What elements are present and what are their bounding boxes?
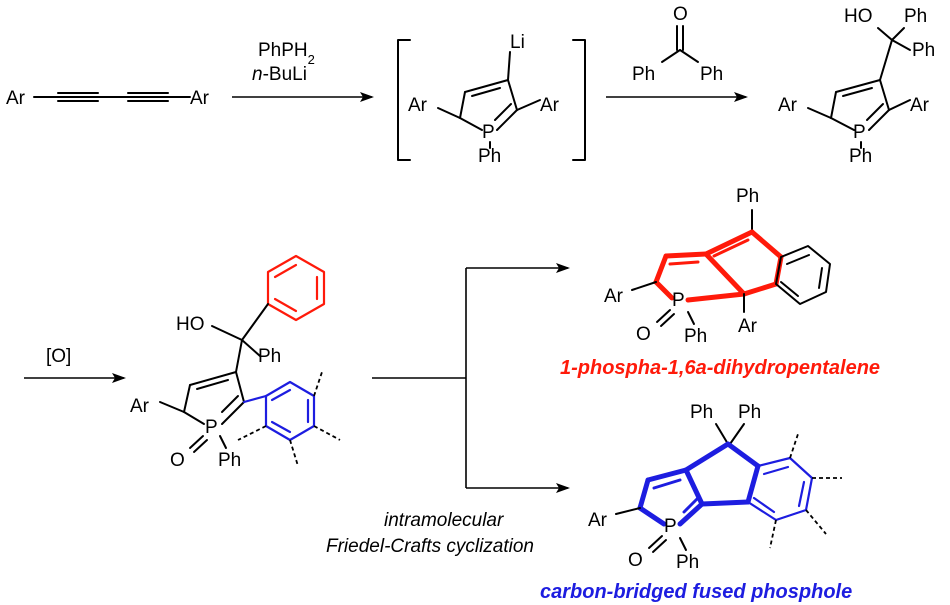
reagent-phph2: PhPH2 bbox=[258, 40, 315, 67]
arrow-step2: O Ph Ph bbox=[606, 4, 748, 102]
red-product-p: P bbox=[672, 290, 685, 311]
red-product-o: O bbox=[636, 324, 651, 345]
blue-product-name: carbon-bridged fused phosphole bbox=[540, 581, 852, 603]
blue-product-fused-phosphole: Ph Ph Ar P O Ph carbon-bridged fused bbox=[540, 402, 852, 603]
blue-product-o: O bbox=[628, 550, 643, 571]
substrate-p: P bbox=[205, 417, 218, 438]
red-product-dihydropentalene: Ph Ar P O Ph Ar 1-phospha-1,6a-dihydrope… bbox=[560, 186, 880, 379]
carbinol-phosphole: HO Ph Ph Ar Ar P Ph bbox=[778, 6, 935, 167]
benzophenone-ph-left: Ph bbox=[632, 64, 655, 85]
carbinol-ph-top: Ph bbox=[904, 6, 927, 27]
diyne-ar-right: Ar bbox=[190, 88, 210, 109]
caption-line2: Friedel-Crafts cyclization bbox=[326, 536, 534, 557]
intermediate-ar-right: Ar bbox=[540, 95, 560, 116]
caption-line1: intramolecular bbox=[384, 510, 504, 531]
branching-arrows bbox=[372, 263, 570, 493]
lithiophosphole-intermediate: Li Ar Ar P Ph bbox=[397, 32, 586, 167]
red-product-ph-top: Ph bbox=[736, 186, 759, 207]
benzophenone-ph-right: Ph bbox=[700, 64, 723, 85]
substrate-ph-p: Ph bbox=[218, 450, 241, 471]
arrow-oxidation: [O] bbox=[24, 346, 126, 383]
substrate-o: O bbox=[170, 450, 185, 471]
red-product-ar-bridge: Ar bbox=[738, 316, 758, 337]
carbinol-ph-right: Ph bbox=[912, 40, 935, 61]
intermediate-ph: Ph bbox=[478, 146, 501, 167]
blue-product-p: P bbox=[664, 516, 677, 537]
diyne-starting-material: Ar Ar bbox=[6, 88, 210, 109]
carbinol-p: P bbox=[853, 122, 866, 143]
carbinol-ho: HO bbox=[844, 6, 873, 27]
blue-product-ph-right: Ph bbox=[738, 402, 761, 423]
blue-product-ph-left: Ph bbox=[690, 402, 713, 423]
arrow-step1: PhPH2 n-BuLi bbox=[232, 40, 374, 102]
substrate-ph: Ph bbox=[258, 346, 281, 367]
cyclization-caption: intramolecular Friedel-Crafts cyclizatio… bbox=[326, 510, 534, 557]
phosphole-oxide-substrate: HO Ph Ar P O Ph bbox=[130, 254, 341, 471]
intermediate-ar-left: Ar bbox=[408, 95, 428, 116]
red-product-name: 1-phospha-1,6a-dihydropentalene bbox=[560, 357, 880, 379]
blue-product-ph-p: Ph bbox=[676, 552, 699, 573]
benzophenone-o: O bbox=[673, 4, 688, 25]
substrate-ho: HO bbox=[176, 314, 205, 335]
carbinol-ph-bottom: Ph bbox=[849, 146, 872, 167]
carbinol-ar-left: Ar bbox=[778, 95, 798, 116]
intermediate-p: P bbox=[482, 122, 495, 143]
blue-product-ar: Ar bbox=[588, 510, 608, 531]
reagent-nbuli: n-BuLi bbox=[252, 64, 307, 85]
intermediate-li: Li bbox=[510, 32, 525, 53]
reagent-oxidation: [O] bbox=[46, 346, 71, 367]
red-phenyl-ring bbox=[266, 254, 326, 322]
carbinol-ar-right: Ar bbox=[910, 95, 930, 116]
substrate-ar: Ar bbox=[130, 396, 150, 417]
red-product-ar-left: Ar bbox=[604, 286, 624, 307]
red-product-ph-p: Ph bbox=[684, 326, 707, 347]
blue-aryl-ring bbox=[264, 380, 316, 442]
diyne-ar-left: Ar bbox=[6, 88, 26, 109]
